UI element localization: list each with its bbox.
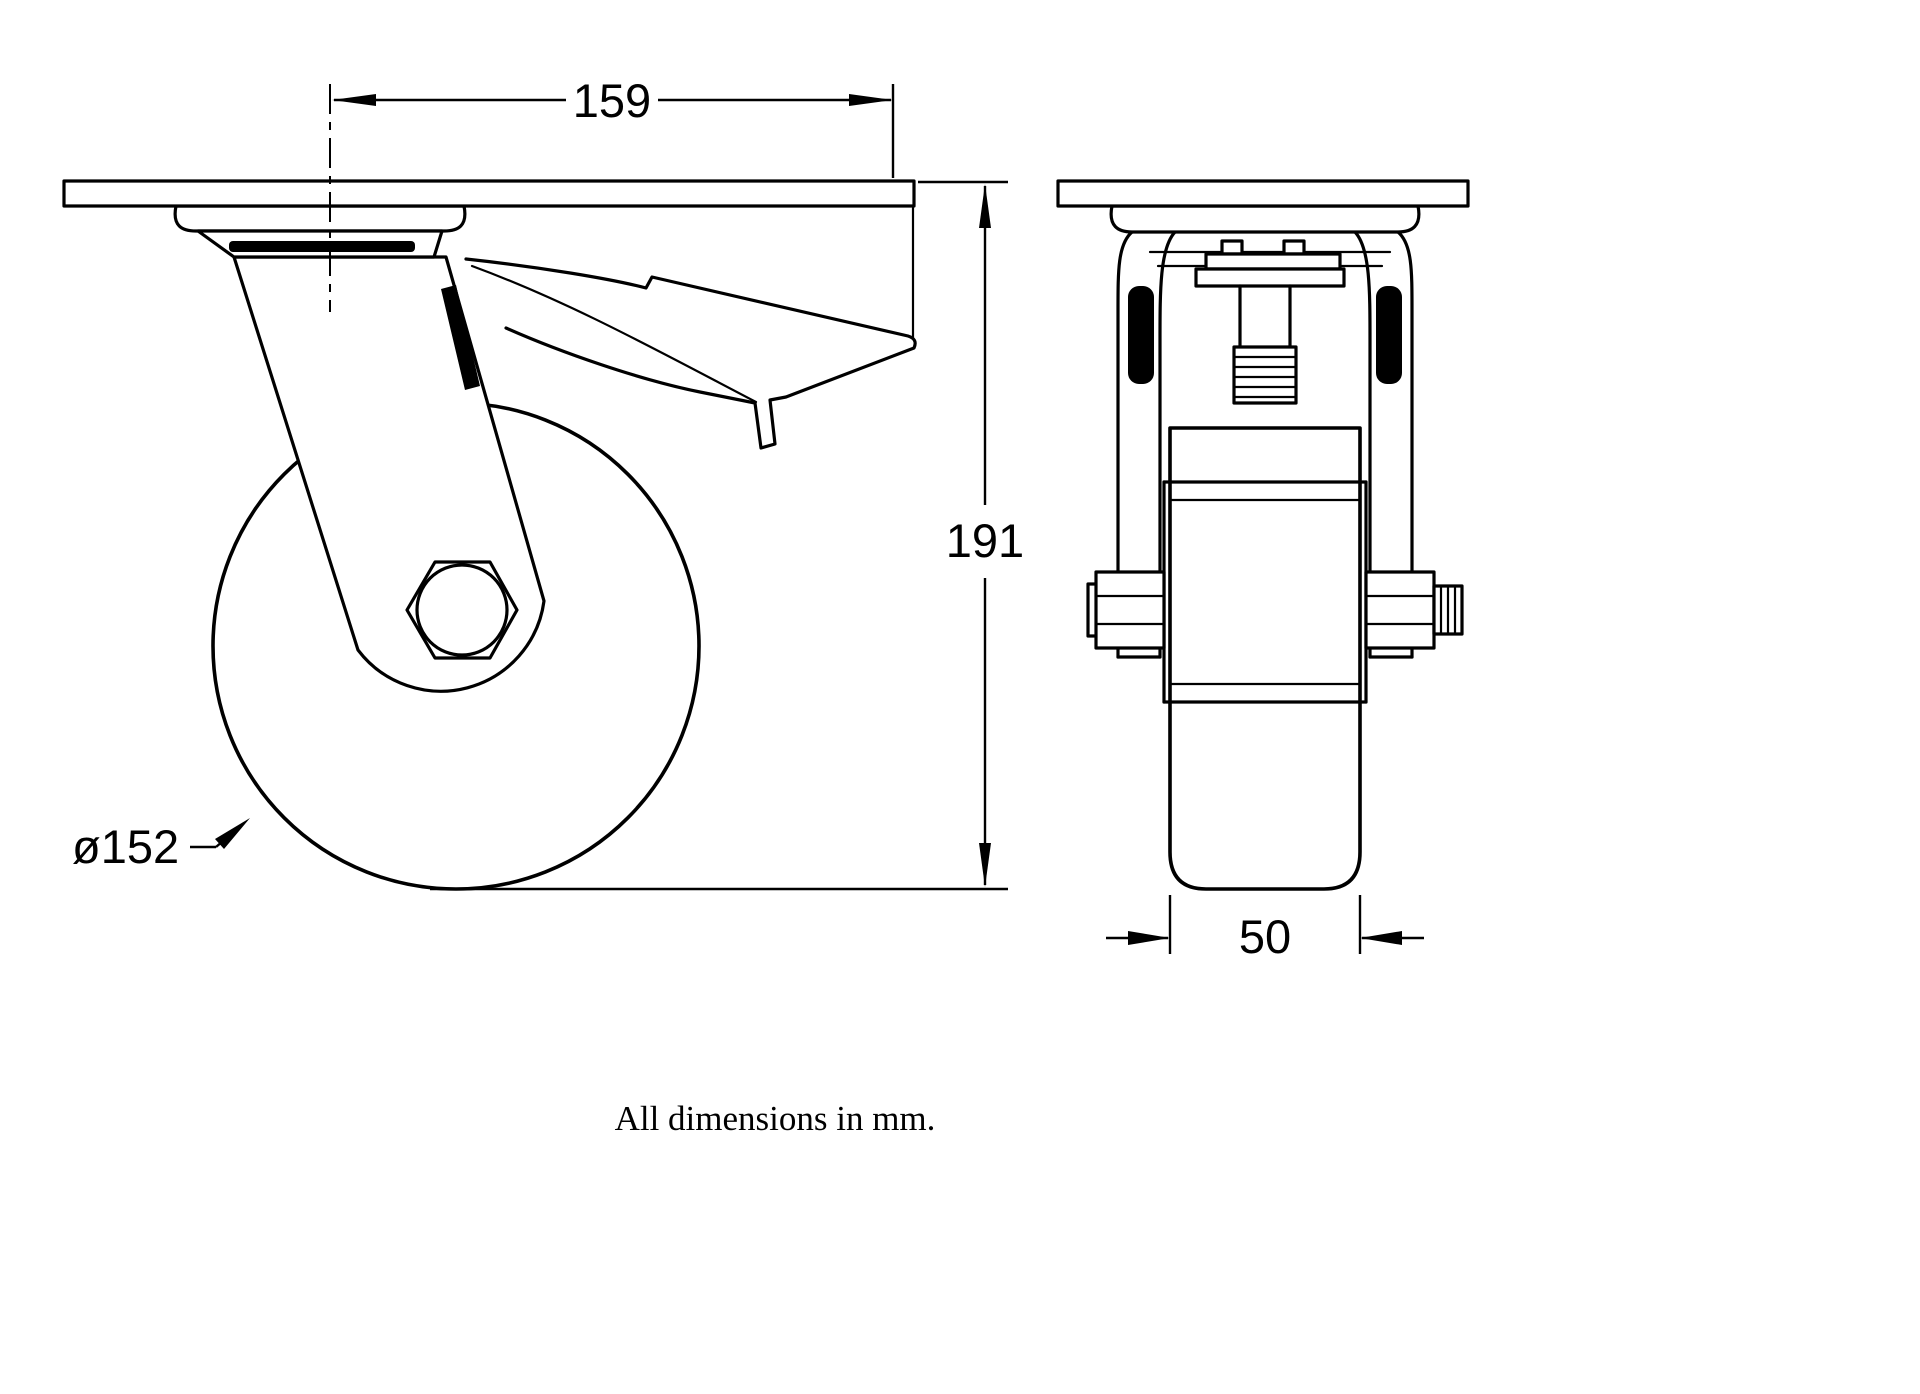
hub-hex-nut (405, 560, 519, 660)
arrowhead-50-left (1128, 931, 1170, 945)
brake-housing-curve (470, 264, 758, 404)
front-wheel (1168, 426, 1362, 891)
front-leg-right-outer (1396, 230, 1414, 659)
hub-circle (415, 563, 509, 657)
front-leg-right-inner (1353, 230, 1372, 659)
front-seal-mark-left (1128, 286, 1154, 384)
brake-pedal (464, 257, 917, 450)
arrowhead-159-left (332, 94, 376, 106)
brake-bar-upper (1204, 252, 1342, 271)
dim-value-wheel-diameter: ø152 (72, 820, 179, 873)
axle-right-hex (1364, 570, 1436, 650)
axle-right-nut (1364, 570, 1464, 650)
dim-value-plate-length: 159 (573, 74, 651, 127)
brake-shoe (1232, 345, 1298, 405)
front-top-plate (1056, 179, 1470, 208)
swivel-race-upper (173, 204, 467, 233)
side-view (62, 84, 917, 891)
brake-mechanism-front (1194, 239, 1346, 405)
brake-bolt-left (1220, 239, 1244, 256)
dimension-wheel-width: 50 (1106, 895, 1424, 963)
top-plate (62, 179, 916, 208)
dimension-wheel-diameter: ø152 (72, 818, 250, 873)
leg-seal-mark (441, 285, 480, 390)
arrowhead-191-top (979, 184, 991, 228)
arrowhead-152 (215, 818, 250, 849)
axle-left-nut (1086, 570, 1166, 650)
brake-bolt-right (1282, 239, 1306, 256)
arrowhead-191-bottom (979, 843, 991, 887)
front-view (1056, 179, 1470, 891)
front-seal-mark-right (1376, 286, 1402, 384)
front-leg-left-outer (1116, 230, 1134, 659)
front-leg-left-inner (1158, 230, 1177, 659)
drawing-caption: All dimensions in mm. (615, 1099, 936, 1138)
arrowhead-50-right (1360, 931, 1402, 945)
brake-bar-lower (1194, 267, 1346, 288)
dim-value-overall-height: 191 (946, 514, 1024, 567)
dimension-plate-length: 159 (332, 74, 895, 178)
axle-left-hex (1094, 570, 1166, 650)
dimension-overall-height: 191 (430, 180, 1024, 891)
front-swivel-flange (1109, 204, 1421, 234)
swivel-seal-mark (229, 241, 415, 252)
arrowhead-159-right (849, 94, 893, 106)
dim-value-wheel-width: 50 (1239, 910, 1291, 963)
